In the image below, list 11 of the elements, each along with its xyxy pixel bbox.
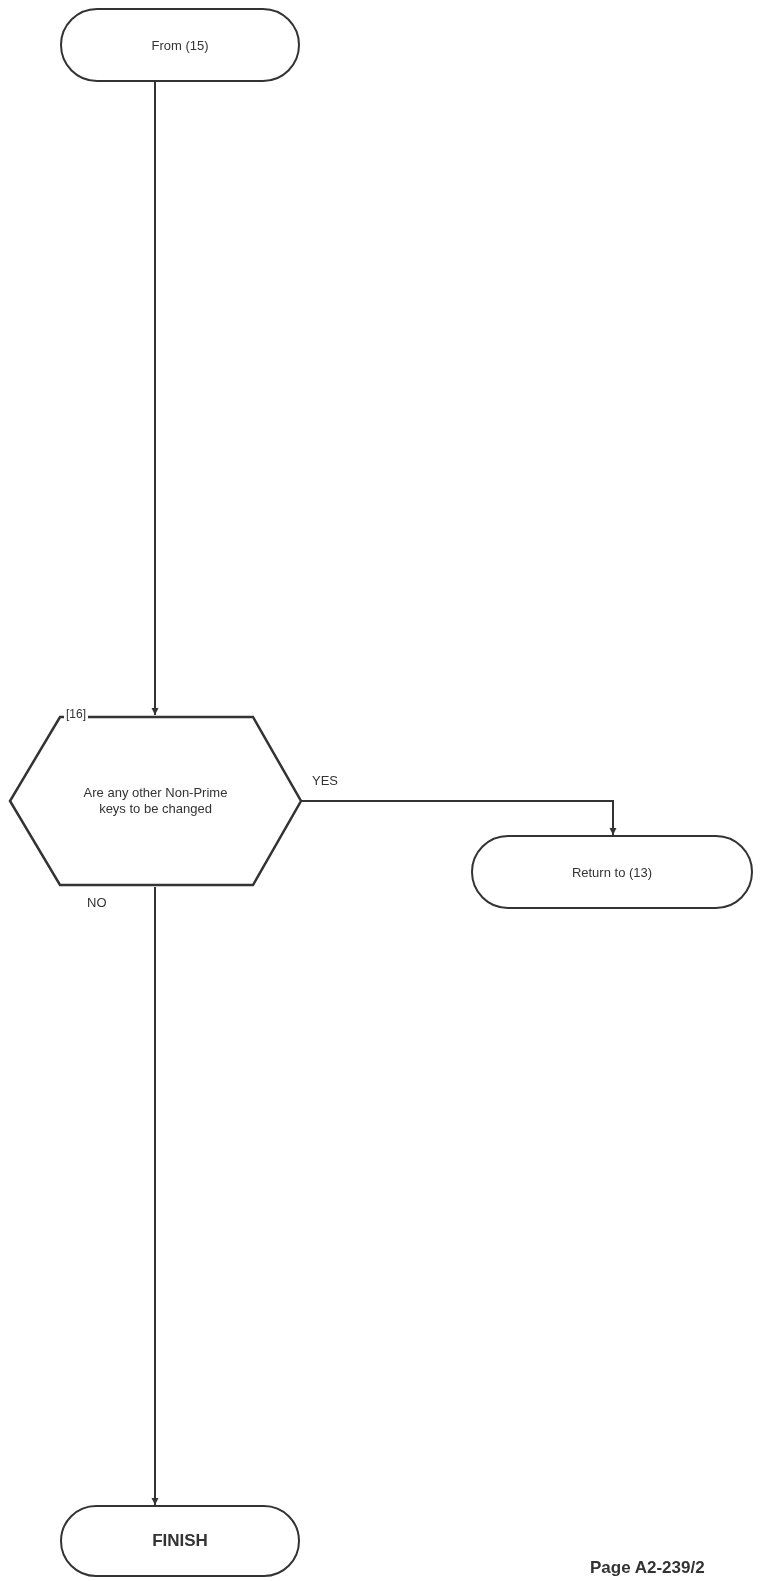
arrow <box>301 800 617 836</box>
terminal-text: FINISH <box>152 1531 208 1551</box>
edge-label: YES <box>310 773 340 788</box>
terminal-text: Return to (13) <box>571 864 653 880</box>
step-number: [16] <box>64 707 88 721</box>
page-number: Page A2-239/2 <box>590 1558 705 1578</box>
edge-label: NO <box>85 895 109 910</box>
decision-text: Are any other Non-Prime keys to be changed <box>82 785 229 817</box>
terminal-text: From (15) <box>151 37 209 53</box>
arrow <box>151 81 159 716</box>
arrow <box>151 886 159 1506</box>
